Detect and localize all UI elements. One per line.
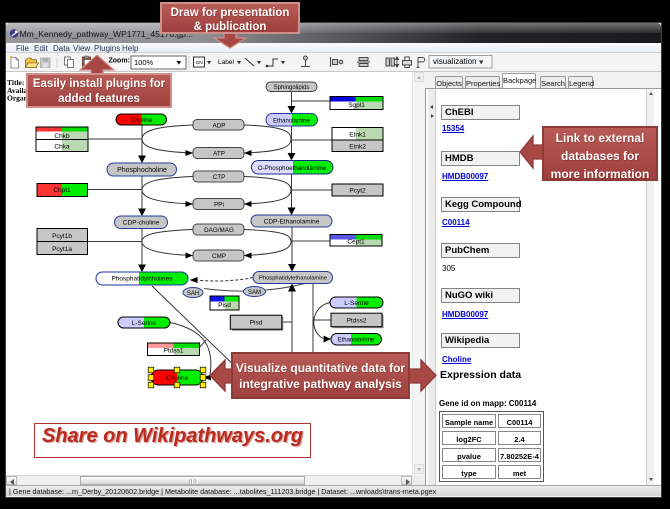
svg-text:ADP: ADP <box>213 123 226 130</box>
svg-text:Ethanolamine: Ethanolamine <box>273 119 310 125</box>
svg-text:Choline: Choline <box>130 117 152 124</box>
svg-text:Chkb: Chkb <box>54 133 70 140</box>
svg-text:CTP: CTP <box>213 174 226 181</box>
svg-text:Ethanolamine: Ethanolamine <box>338 338 375 344</box>
svg-text:GN: GN <box>196 60 204 66</box>
svg-text:L-Serine: L-Serine <box>132 320 157 327</box>
svg-text:SAM: SAM <box>248 290 261 296</box>
svg-text:SAH: SAH <box>187 291 199 297</box>
svg-text:Pisd: Pisd <box>218 302 231 309</box>
svg-text:DAG/MAG: DAG/MAG <box>204 227 234 234</box>
svg-text:Pcyt1b: Pcyt1b <box>52 233 72 240</box>
svg-text:Pcyt2: Pcyt2 <box>349 188 366 195</box>
svg-text:Availabi: Availabi <box>7 86 34 95</box>
svg-text:Ptdss2: Ptdss2 <box>347 318 367 325</box>
svg-text:Etnk1: Etnk1 <box>349 132 366 139</box>
svg-text:Organis: Organis <box>7 94 33 103</box>
svg-text:100%: 100% <box>134 58 154 67</box>
svg-text:Etnk2: Etnk2 <box>349 144 366 151</box>
svg-text:ATP: ATP <box>213 151 225 158</box>
svg-text:Chpt1: Chpt1 <box>53 187 71 194</box>
svg-text:Choline: Choline <box>166 375 188 382</box>
svg-text:Chka: Chka <box>54 144 70 151</box>
svg-text:CMP: CMP <box>212 253 226 260</box>
svg-text:Pisd: Pisd <box>250 320 263 327</box>
svg-text:Label: Label <box>218 59 234 66</box>
svg-text:Sgpl1: Sgpl1 <box>348 102 365 109</box>
svg-text:CDP-choline: CDP-choline <box>123 220 160 227</box>
svg-text:PPi: PPi <box>214 202 224 209</box>
svg-text:visualization: visualization <box>433 57 477 66</box>
svg-text:Title:: Title: <box>7 78 24 87</box>
svg-text:Ptdss1: Ptdss1 <box>164 348 184 355</box>
svg-text:Phosphatidylethanolamine: Phosphatidylethanolamine <box>259 276 327 282</box>
svg-text:CDP-Ethanolamine: CDP-Ethanolamine <box>264 219 320 226</box>
svg-text:Phosphocholine: Phosphocholine <box>117 167 167 174</box>
svg-text:Zoom:: Zoom: <box>109 58 130 65</box>
svg-text:Cept1: Cept1 <box>347 239 365 246</box>
svg-text:Sphingolipids: Sphingolipids <box>274 85 310 91</box>
svg-text:Pcyt1a: Pcyt1a <box>52 246 72 253</box>
svg-text:O-Phosphoethanolamine: O-Phosphoethanolamine <box>258 165 327 172</box>
svg-text:L-Serine: L-Serine <box>344 300 369 307</box>
svg-text:Phosphatidylcholines: Phosphatidylcholines <box>111 276 173 283</box>
